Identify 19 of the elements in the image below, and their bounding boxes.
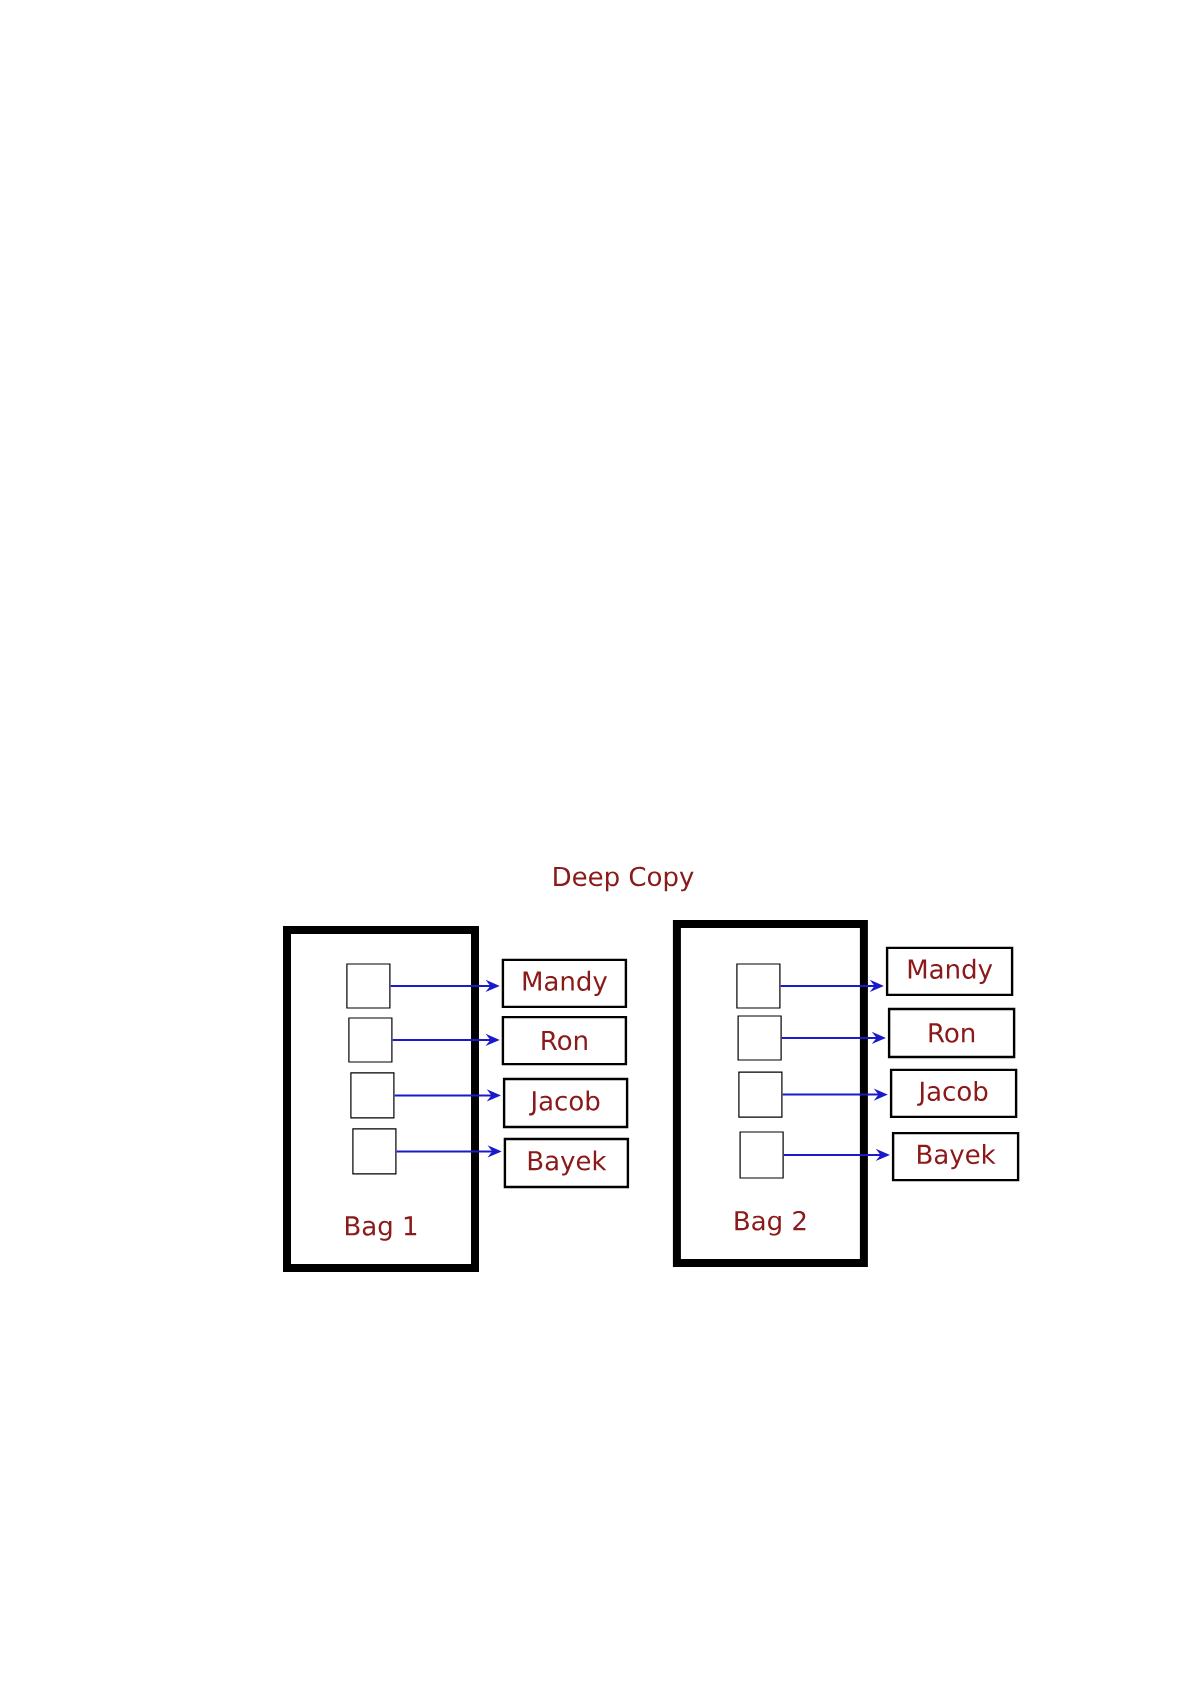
title: Deep Copy (554, 866, 694, 892)
reference-box (738, 1071, 783, 1118)
reference-box (346, 963, 391, 1009)
reference-box (348, 1017, 393, 1063)
reference-box (352, 1128, 397, 1175)
name-box: Mandy (885, 946, 1014, 997)
name-box: Ron (501, 1015, 628, 1066)
reference-box (736, 963, 781, 1009)
name-box: Ron (887, 1007, 1016, 1059)
name-box: Jacob (502, 1077, 629, 1129)
reference-box (737, 1015, 782, 1061)
name-box: Jacob (889, 1068, 1018, 1119)
reference-box (350, 1072, 395, 1119)
bag-box: Bag 2 (672, 919, 868, 1267)
bag-box: Bag 1 (283, 926, 479, 1272)
reference-box (739, 1131, 784, 1179)
name-box: Bayek (891, 1131, 1020, 1182)
name-box: Mandy (501, 958, 628, 1009)
name-box: Bayek (503, 1137, 630, 1189)
